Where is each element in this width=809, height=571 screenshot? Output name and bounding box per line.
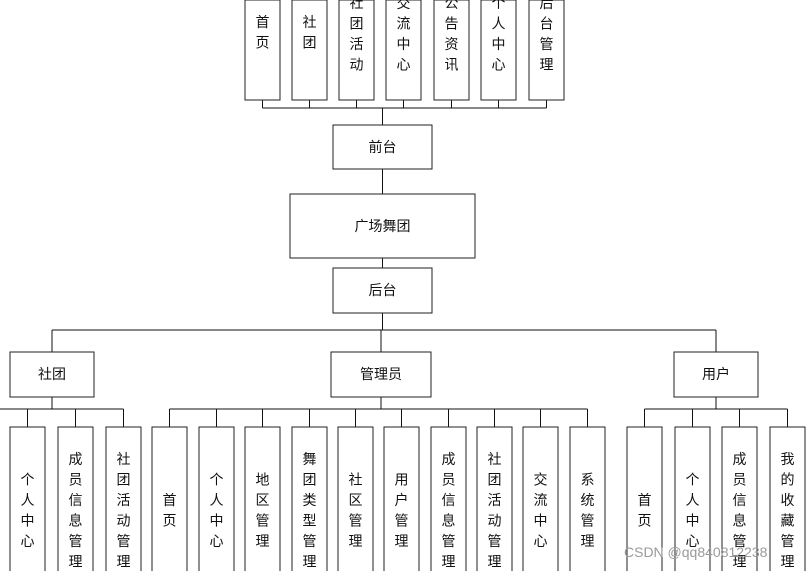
admin-child-3-label: 地区管理 — [256, 472, 270, 550]
user-child-3: 成员信息管理 — [721, 426, 758, 571]
top-item-1-label: 首页 — [256, 15, 270, 52]
top-item-3-label: 社团活动 — [350, 0, 364, 74]
node-group-club: 社团 — [9, 351, 95, 398]
admin-child-7: 成员信息管理 — [430, 426, 467, 571]
watermark: CSDN @qq840812238 — [624, 544, 768, 560]
admin-child-9-label: 交流中心 — [534, 471, 548, 550]
top-item-5: 公告资讯 — [433, 0, 470, 101]
node-group-user: 用户 — [673, 351, 759, 398]
admin-child-5: 社区管理 — [337, 426, 374, 571]
admin-child-10: 系统管理 — [569, 426, 606, 571]
user-child-4-label: 我的收藏管理 — [781, 452, 795, 571]
connector-lines — [0, 100, 788, 427]
club-child-2-label: 成员信息管理 — [69, 452, 83, 571]
admin-child-4-label: 舞团类型管理 — [303, 452, 317, 571]
user-child-4: 我的收藏管理 — [769, 426, 806, 571]
node-front: 前台 — [332, 124, 433, 170]
group-club-label: 社团 — [38, 367, 66, 383]
user-child-2-label: 个人中心 — [686, 472, 700, 550]
group-admin-label: 管理员 — [360, 367, 402, 383]
club-child-2: 成员信息管理 — [57, 426, 94, 571]
top-item-2-label: 社团 — [303, 15, 317, 52]
top-item-3: 社团活动 — [338, 0, 375, 101]
node-back-label: 后台 — [369, 283, 397, 299]
top-item-1: 首页 — [244, 0, 281, 101]
top-item-2: 社团 — [291, 0, 328, 101]
admin-child-6-label: 用户管理 — [395, 472, 409, 550]
back-module-group: 个人中心 成员信息管理 社团活动管理 首页 个人中心 地区管理 舞团类型管理 社区管理 用户管理… — [9, 426, 806, 571]
node-group-admin: 管理员 — [330, 351, 432, 398]
admin-child-3: 地区管理 — [244, 426, 281, 571]
admin-child-6: 用户管理 — [383, 426, 420, 571]
admin-child-9: 交流中心 — [522, 426, 559, 571]
user-child-1: 首页 — [626, 426, 663, 571]
user-child-3-label: 成员信息管理 — [733, 452, 747, 571]
top-item-6-label: 个人中心 — [492, 0, 506, 74]
admin-child-7-label: 成员信息管理 — [442, 452, 456, 571]
admin-child-2: 个人中心 — [198, 426, 235, 571]
admin-child-4: 舞团类型管理 — [291, 426, 328, 571]
club-child-1-label: 个人中心 — [21, 472, 35, 550]
top-item-4: 交流中心 — [385, 0, 422, 101]
top-item-5-label: 公告资讯 — [445, 0, 459, 74]
top-item-7-label: 后台管理 — [540, 0, 554, 74]
admin-child-10-label: 系统管理 — [581, 472, 595, 550]
node-back: 后台 — [332, 267, 433, 314]
node-front-label: 前台 — [369, 139, 397, 156]
node-root: 广场舞团 — [289, 193, 476, 259]
admin-child-2-label: 个人中心 — [210, 472, 224, 550]
admin-child-1: 首页 — [151, 426, 188, 571]
top-item-7: 后台管理 — [528, 0, 565, 101]
club-child-1: 个人中心 — [9, 426, 46, 571]
group-user-label: 用户 — [702, 366, 730, 383]
top-item-6: 个人中心 — [480, 0, 517, 101]
top-item-4-label: 交流中心 — [397, 0, 411, 74]
admin-child-5-label: 社区管理 — [349, 472, 363, 550]
admin-child-1-label: 首页 — [163, 493, 177, 530]
user-child-2: 个人中心 — [674, 426, 711, 571]
admin-child-8: 社团活动管理 — [476, 426, 513, 571]
club-child-3: 社团活动管理 — [105, 426, 142, 571]
admin-child-8-label: 社团活动管理 — [488, 452, 502, 571]
node-root-label: 广场舞团 — [355, 219, 411, 235]
user-child-1-label: 首页 — [638, 493, 652, 530]
club-child-3-label: 社团活动管理 — [117, 452, 131, 571]
